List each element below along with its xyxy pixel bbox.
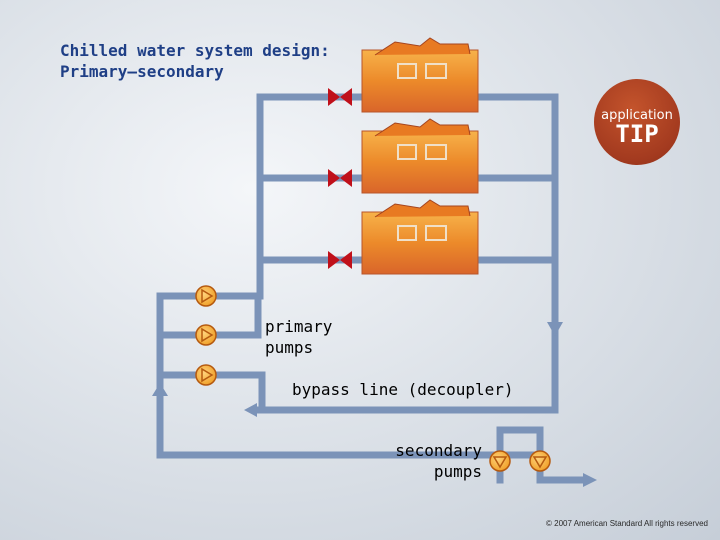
- bypass-line-label: bypass line (decoupler): [292, 380, 514, 399]
- diagram-title: Chilled water system design: Primary–sec…: [60, 41, 330, 81]
- primary-pump-icon-2: [195, 324, 217, 346]
- primary-pumps-label: primary pumps: [265, 317, 333, 357]
- pump-manifold-left: [156, 292, 504, 459]
- chiller-3: [361, 199, 479, 275]
- application-tip-badge: application TIP: [594, 79, 680, 165]
- primary-pump-icon-1: [195, 285, 217, 307]
- chiller-2: [361, 118, 479, 194]
- pump-line-2: [156, 292, 262, 339]
- arrow-right-secondary: [583, 473, 597, 487]
- secondary-loop: [496, 426, 589, 484]
- primary-pump-icon-3: [195, 364, 217, 386]
- secondary-pump-icon-2: [529, 450, 551, 472]
- secondary-pump-icon-1: [489, 450, 511, 472]
- secondary-pumps-label: secondary pumps: [395, 441, 482, 481]
- badge-small-text: application: [601, 108, 673, 123]
- right-header: [474, 93, 559, 326]
- arrow-down-right: [547, 322, 563, 336]
- arrow-up-left: [152, 383, 168, 396]
- bypass-line: [251, 318, 559, 414]
- badge-big-text: TIP: [615, 120, 659, 148]
- arrow-left-bypass: [244, 403, 257, 417]
- pipe-network: [156, 93, 589, 484]
- valve-icon-3: [328, 251, 352, 269]
- chiller-1: [361, 37, 479, 113]
- valve-icon-2: [328, 169, 352, 187]
- copyright-notice: © 2007 American Standard All rights rese…: [546, 519, 708, 528]
- valve-icon-1: [328, 88, 352, 106]
- flow-arrows: [152, 322, 597, 487]
- pump-line-3: [156, 371, 266, 409]
